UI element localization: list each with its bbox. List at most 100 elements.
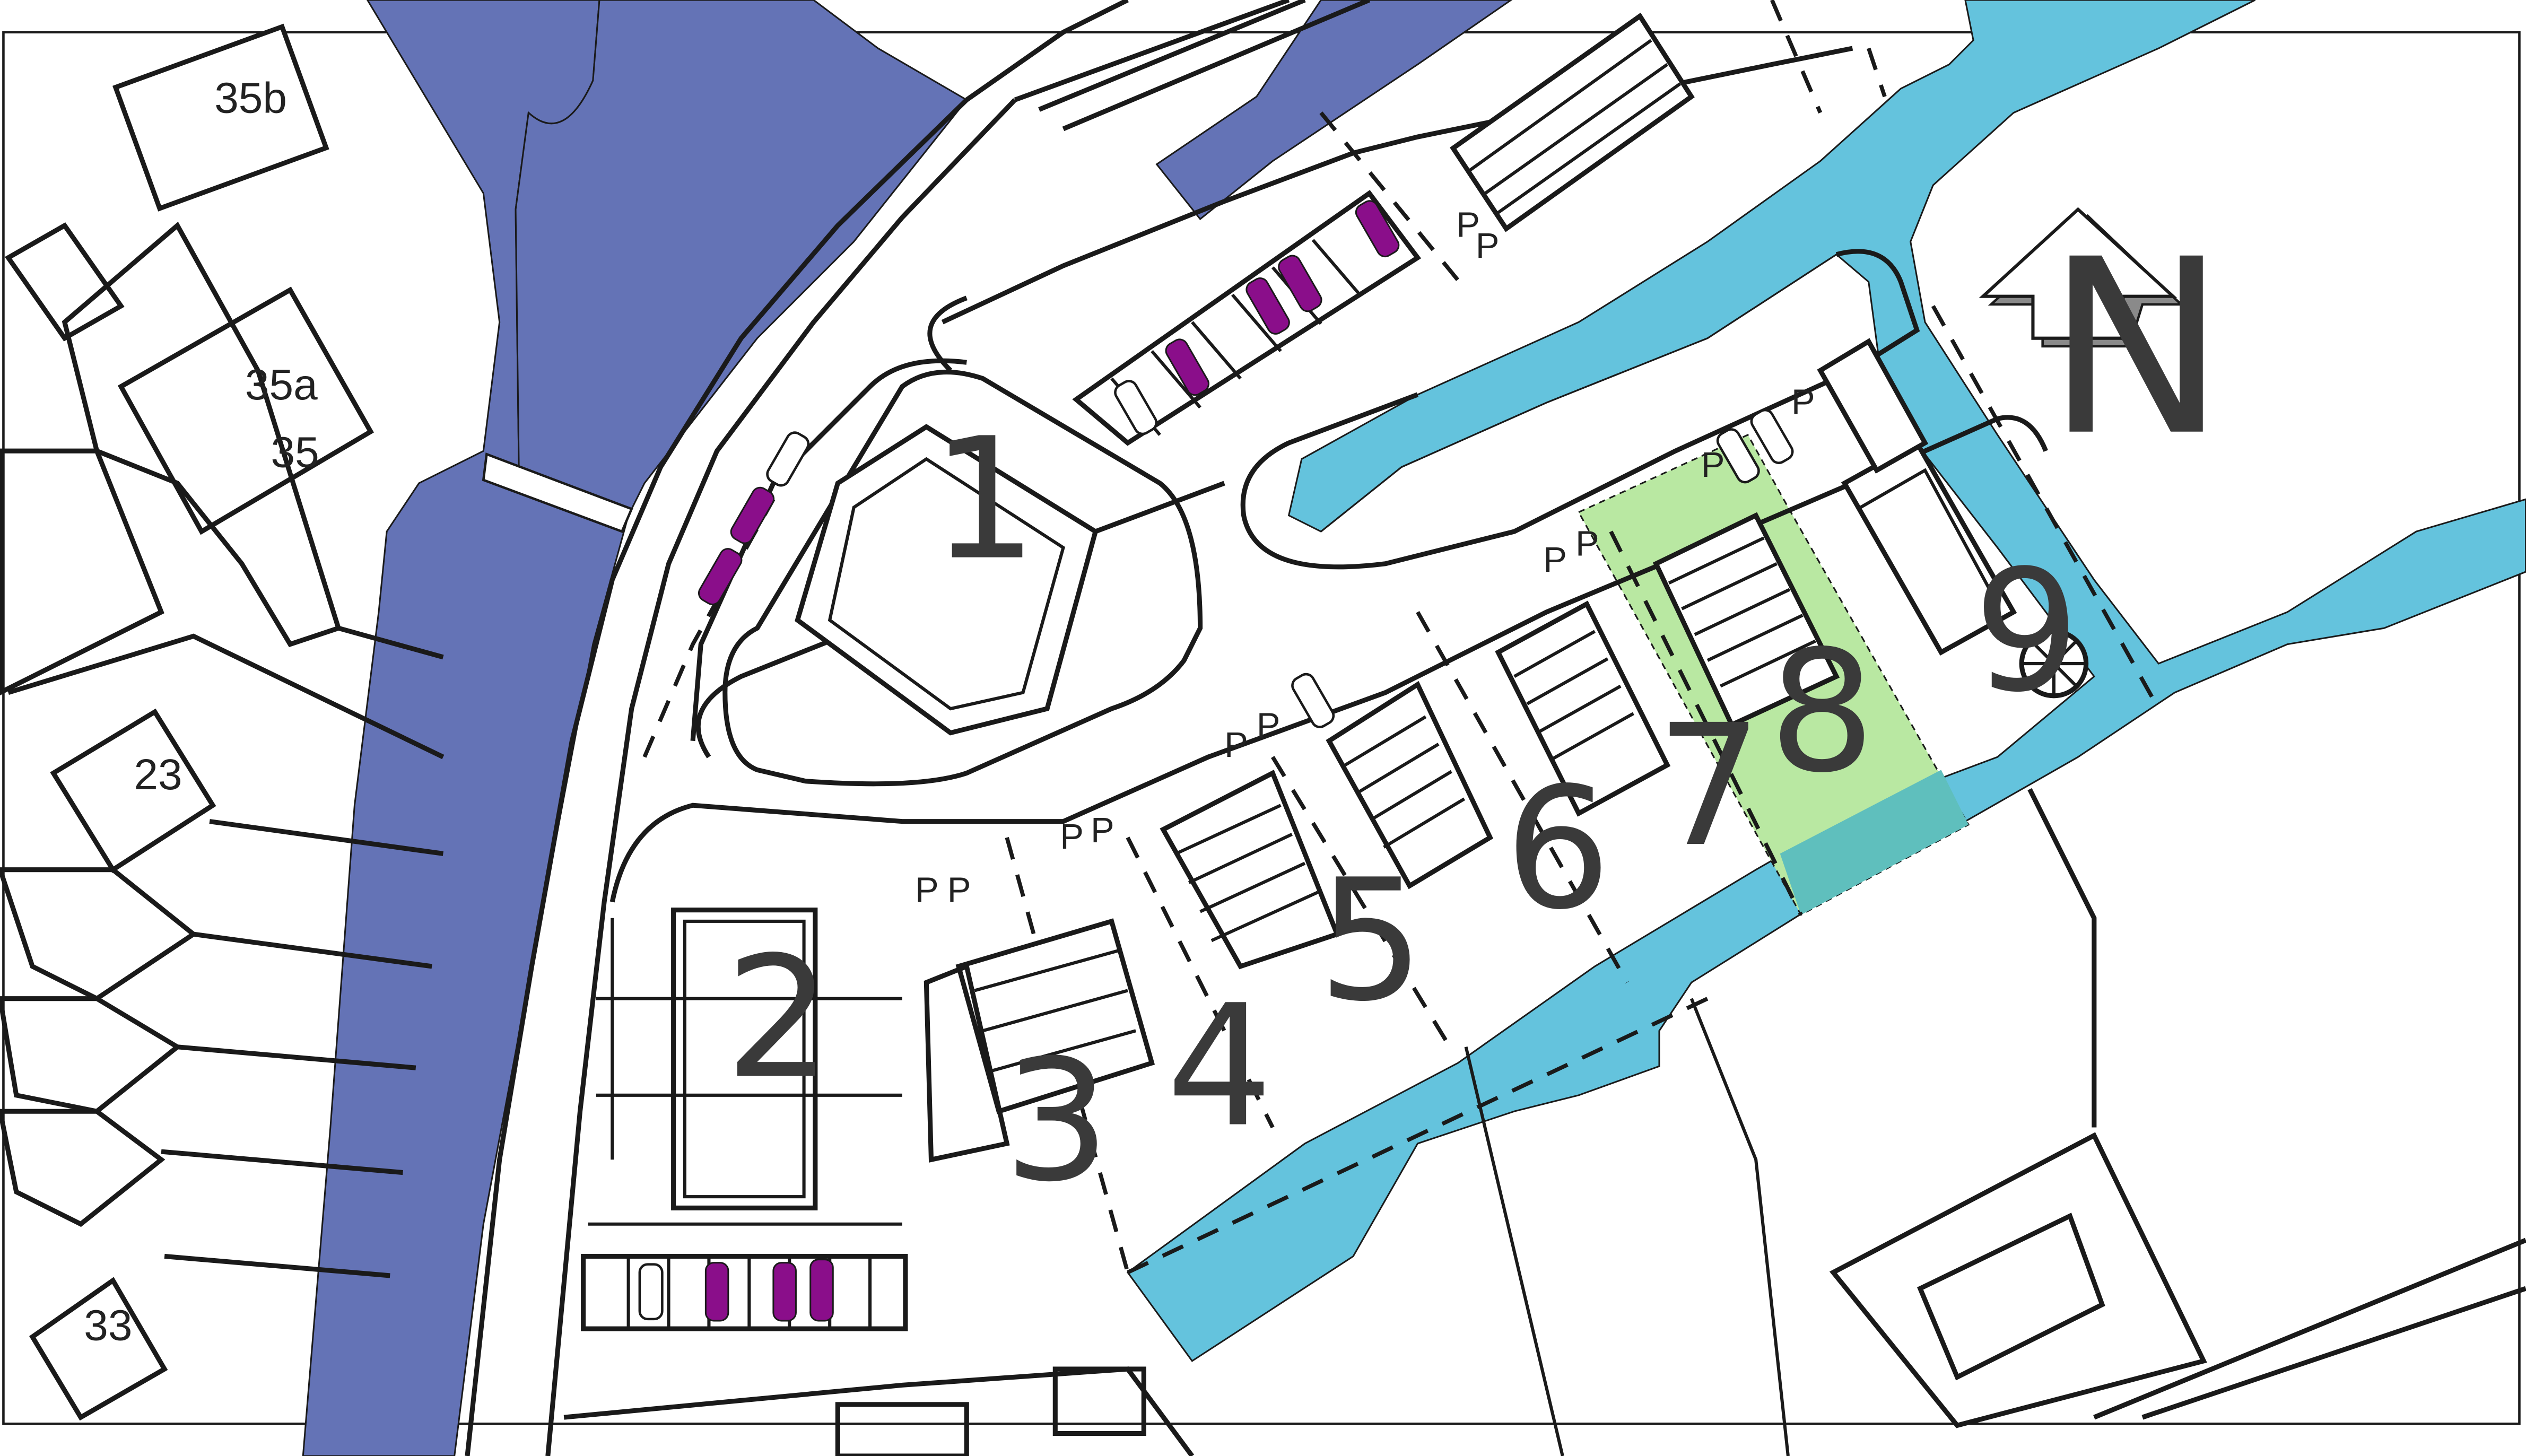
plot-label-6: 6 bbox=[1504, 752, 1611, 947]
house-row-23b bbox=[0, 996, 182, 1114]
parking-label: P bbox=[1257, 707, 1281, 746]
building-8-roof bbox=[1668, 536, 1816, 688]
house-row-23a bbox=[0, 867, 198, 1001]
block-southeast bbox=[1829, 1132, 2207, 1428]
cars-group bbox=[698, 200, 1400, 1322]
path-dashed-1 bbox=[642, 498, 776, 758]
garden-line-4 bbox=[161, 1149, 403, 1175]
plot-2-garden bbox=[588, 918, 902, 1226]
parking-label: P bbox=[1575, 525, 1599, 564]
house-row-left-2 bbox=[0, 448, 164, 695]
canal-east-loop bbox=[1126, 0, 2526, 1362]
block-south-2 bbox=[835, 1402, 969, 1456]
road-south-spine-b bbox=[609, 415, 2048, 903]
car-outline bbox=[1750, 408, 1794, 464]
road-rail-3 bbox=[1038, 0, 1306, 112]
loop-island bbox=[1240, 249, 1920, 570]
basin-north bbox=[1155, 0, 1513, 221]
building-5-roof bbox=[1175, 804, 1319, 943]
road-rail-2 bbox=[1014, 0, 1290, 102]
car-outline bbox=[638, 1263, 664, 1321]
plot-label-3: 3 bbox=[1004, 1024, 1110, 1219]
car bbox=[809, 1259, 834, 1322]
plot-label-1: 1 bbox=[931, 403, 1038, 597]
garden-line-6 bbox=[337, 625, 444, 660]
road-south-bottom bbox=[563, 1366, 1195, 1456]
building-north bbox=[1450, 12, 1695, 232]
plot-boundary-h bbox=[1770, 0, 1887, 114]
car-outline bbox=[1291, 673, 1335, 728]
plot-label-9: 9 bbox=[1973, 535, 2080, 729]
parking-label: P bbox=[1224, 726, 1248, 765]
parking-bay-south bbox=[581, 1253, 908, 1331]
house-number-33: 33 bbox=[84, 1301, 132, 1349]
north-arrow-icon bbox=[1979, 207, 2184, 348]
car bbox=[772, 1262, 797, 1322]
parking-label: P bbox=[1060, 817, 1084, 857]
garden-line-7 bbox=[7, 633, 445, 760]
parking-label: P bbox=[1701, 446, 1725, 485]
house-number-35b: 35b bbox=[214, 74, 287, 123]
plot-boundary-i bbox=[1319, 111, 1468, 291]
canal-inner-edge bbox=[1320, 254, 1837, 533]
road-south-spine-a bbox=[695, 481, 1225, 758]
garden-line-5 bbox=[164, 1253, 390, 1278]
parking-label: P bbox=[1456, 205, 1480, 245]
building-2-inner bbox=[683, 919, 806, 1199]
map-frame bbox=[2, 31, 2521, 1425]
house-35-outline bbox=[62, 222, 342, 648]
car-outline bbox=[1716, 428, 1760, 484]
house-35a bbox=[117, 286, 374, 535]
plot-3-shape bbox=[924, 963, 1010, 1163]
plot-label-4: 4 bbox=[1166, 969, 1273, 1164]
house-33 bbox=[29, 1277, 168, 1421]
road-plot-1-loop bbox=[722, 369, 1203, 787]
building-3-4-roof bbox=[974, 948, 1136, 1073]
parking-north bbox=[1072, 190, 1422, 446]
road-rail-1 bbox=[965, 0, 1129, 102]
building-2 bbox=[671, 908, 818, 1210]
car bbox=[1245, 277, 1290, 335]
parking-label: P bbox=[1476, 226, 1500, 266]
plot-boundary-e bbox=[1609, 530, 1803, 916]
plot-label-2: 2 bbox=[725, 921, 832, 1115]
block-south-1 bbox=[1052, 1366, 1146, 1436]
block-southeast-inner bbox=[1917, 1213, 2105, 1381]
garden-line-3 bbox=[177, 1044, 416, 1070]
building-1-inner bbox=[828, 457, 1065, 711]
car-outline bbox=[1114, 380, 1158, 435]
plot-label-8: 8 bbox=[1769, 615, 1875, 809]
building-north-roof bbox=[1468, 39, 1682, 214]
road-southeast bbox=[2093, 1237, 2526, 1420]
car bbox=[730, 486, 775, 544]
plot-label-5: 5 bbox=[1318, 844, 1424, 1039]
bridge bbox=[482, 452, 633, 533]
plot-8-overlap bbox=[1780, 770, 1968, 915]
house-row-left-1 bbox=[4, 222, 125, 342]
building-9-annex bbox=[1817, 338, 1929, 474]
garden-line-2 bbox=[193, 931, 432, 969]
parking-label: P bbox=[915, 870, 939, 910]
house-row-23c bbox=[0, 1109, 166, 1227]
plot-boundary-d bbox=[1416, 611, 1629, 984]
plot-boundary-f bbox=[1127, 997, 1709, 1275]
north-label: N bbox=[2046, 208, 2227, 489]
building-3-4 bbox=[955, 918, 1155, 1114]
garden-line-1 bbox=[209, 819, 444, 856]
car bbox=[1278, 255, 1322, 312]
car bbox=[698, 548, 743, 605]
road-main-east-edge bbox=[545, 98, 1017, 1456]
parking-label: P bbox=[1091, 811, 1114, 850]
plot-label-7: 7 bbox=[1656, 689, 1763, 884]
building-9-roof bbox=[1860, 468, 1999, 605]
parking-label: P bbox=[1543, 540, 1567, 580]
building-6 bbox=[1326, 681, 1494, 890]
house-number-23: 23 bbox=[134, 751, 182, 799]
house-23 bbox=[50, 708, 216, 874]
car bbox=[704, 1262, 729, 1322]
boundary-southeast bbox=[2027, 788, 2097, 1128]
cars-outline-group bbox=[638, 380, 1794, 1321]
car bbox=[1355, 200, 1400, 258]
parking-label: P bbox=[1791, 382, 1815, 422]
